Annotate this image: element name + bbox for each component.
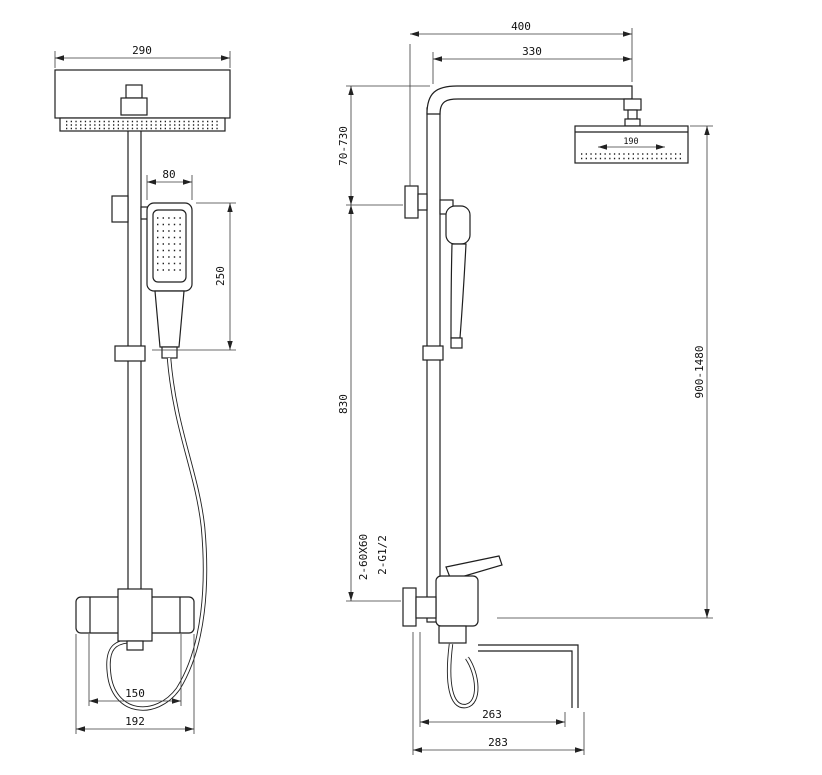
dim-label-spout-projection: 263	[482, 708, 502, 721]
hand-shower-handle-side	[450, 243, 467, 339]
dim-head-height-adjust: 70-730	[337, 85, 430, 206]
hand-shower-handle-front	[154, 290, 185, 348]
head-elbow-side	[623, 98, 642, 111]
dim-overall-projection: 283	[412, 632, 585, 755]
dim-label-arm-projection: 330	[522, 45, 542, 58]
rail-clamp-side	[422, 345, 444, 361]
dim-label-mixer-overall-width: 192	[125, 715, 145, 728]
dim-riser-height: 830	[337, 205, 401, 602]
mixer-body-front	[117, 588, 153, 642]
inlet-connector-side	[415, 596, 437, 619]
head-stem-front	[125, 84, 143, 99]
label-inlet-connections: 2-G1/2	[376, 535, 389, 575]
dim-label-hand-shower-width: 80	[162, 168, 175, 181]
head-joint-side	[624, 118, 641, 127]
dim-spout-projection: 263	[419, 632, 566, 727]
dim-label-arm-overall: 400	[511, 20, 531, 33]
rail-clamp-front	[114, 345, 146, 362]
hose-nut-front	[161, 346, 178, 359]
wall-flange-side	[402, 587, 417, 627]
mixer-front	[75, 588, 195, 651]
wall-bracket-side	[404, 185, 428, 219]
head-joint-front	[120, 97, 148, 116]
hose-nut-side	[450, 337, 463, 349]
dim-overall-height: 900-1480	[497, 125, 713, 619]
hand-shower-side	[439, 199, 471, 349]
upper-bracket-front	[111, 195, 149, 223]
dim-label-hand-shower-length: 250	[214, 266, 227, 286]
dim-label-riser-height: 830	[337, 394, 350, 414]
dim-label-mixer-port-spacing: 150	[125, 687, 145, 700]
label-mount-plates: 2-60X60	[357, 534, 370, 580]
head-stem-side	[627, 109, 638, 120]
label-inlet-connections-text: 2-G1/2	[376, 535, 389, 575]
dim-label-head-width: 290	[132, 44, 152, 57]
dim-mixer-overall-width: 192	[75, 634, 195, 734]
label-mount-plates-text: 2-60X60	[357, 534, 370, 580]
dim-label-overall-height: 900-1480	[693, 346, 706, 399]
mixer-diverter-front	[126, 640, 144, 651]
dim-arm-projection: 330	[432, 45, 632, 84]
hand-shower-front	[146, 202, 193, 359]
dim-label-head-height-adjust: 70-730	[337, 126, 350, 166]
dim-hand-shower-width: 80	[146, 168, 193, 200]
bath-ledge-side	[478, 644, 579, 708]
shower-hose-front	[106, 357, 208, 711]
dim-label-overall-projection: 283	[488, 736, 508, 749]
dim-arm-overall: 400	[409, 20, 633, 186]
dim-mixer-port-spacing: 150	[88, 634, 182, 706]
dim-label-head-depth: 190	[623, 137, 638, 147]
dim-head-width: 290	[54, 44, 231, 68]
dim-head-depth: 190	[598, 137, 665, 150]
rain-shower-head-front	[54, 69, 231, 132]
top-arm-side	[426, 85, 642, 127]
riser-pipe-side	[426, 107, 441, 623]
tub-spout-side	[438, 625, 467, 644]
side-view: 190	[337, 20, 713, 755]
shower-hose-side	[446, 643, 479, 709]
mixer-body-side	[435, 575, 479, 627]
front-view: 290 80 250 150 192	[54, 44, 236, 734]
dim-hand-shower-length: 250	[152, 202, 236, 351]
mixer-side	[402, 555, 503, 644]
